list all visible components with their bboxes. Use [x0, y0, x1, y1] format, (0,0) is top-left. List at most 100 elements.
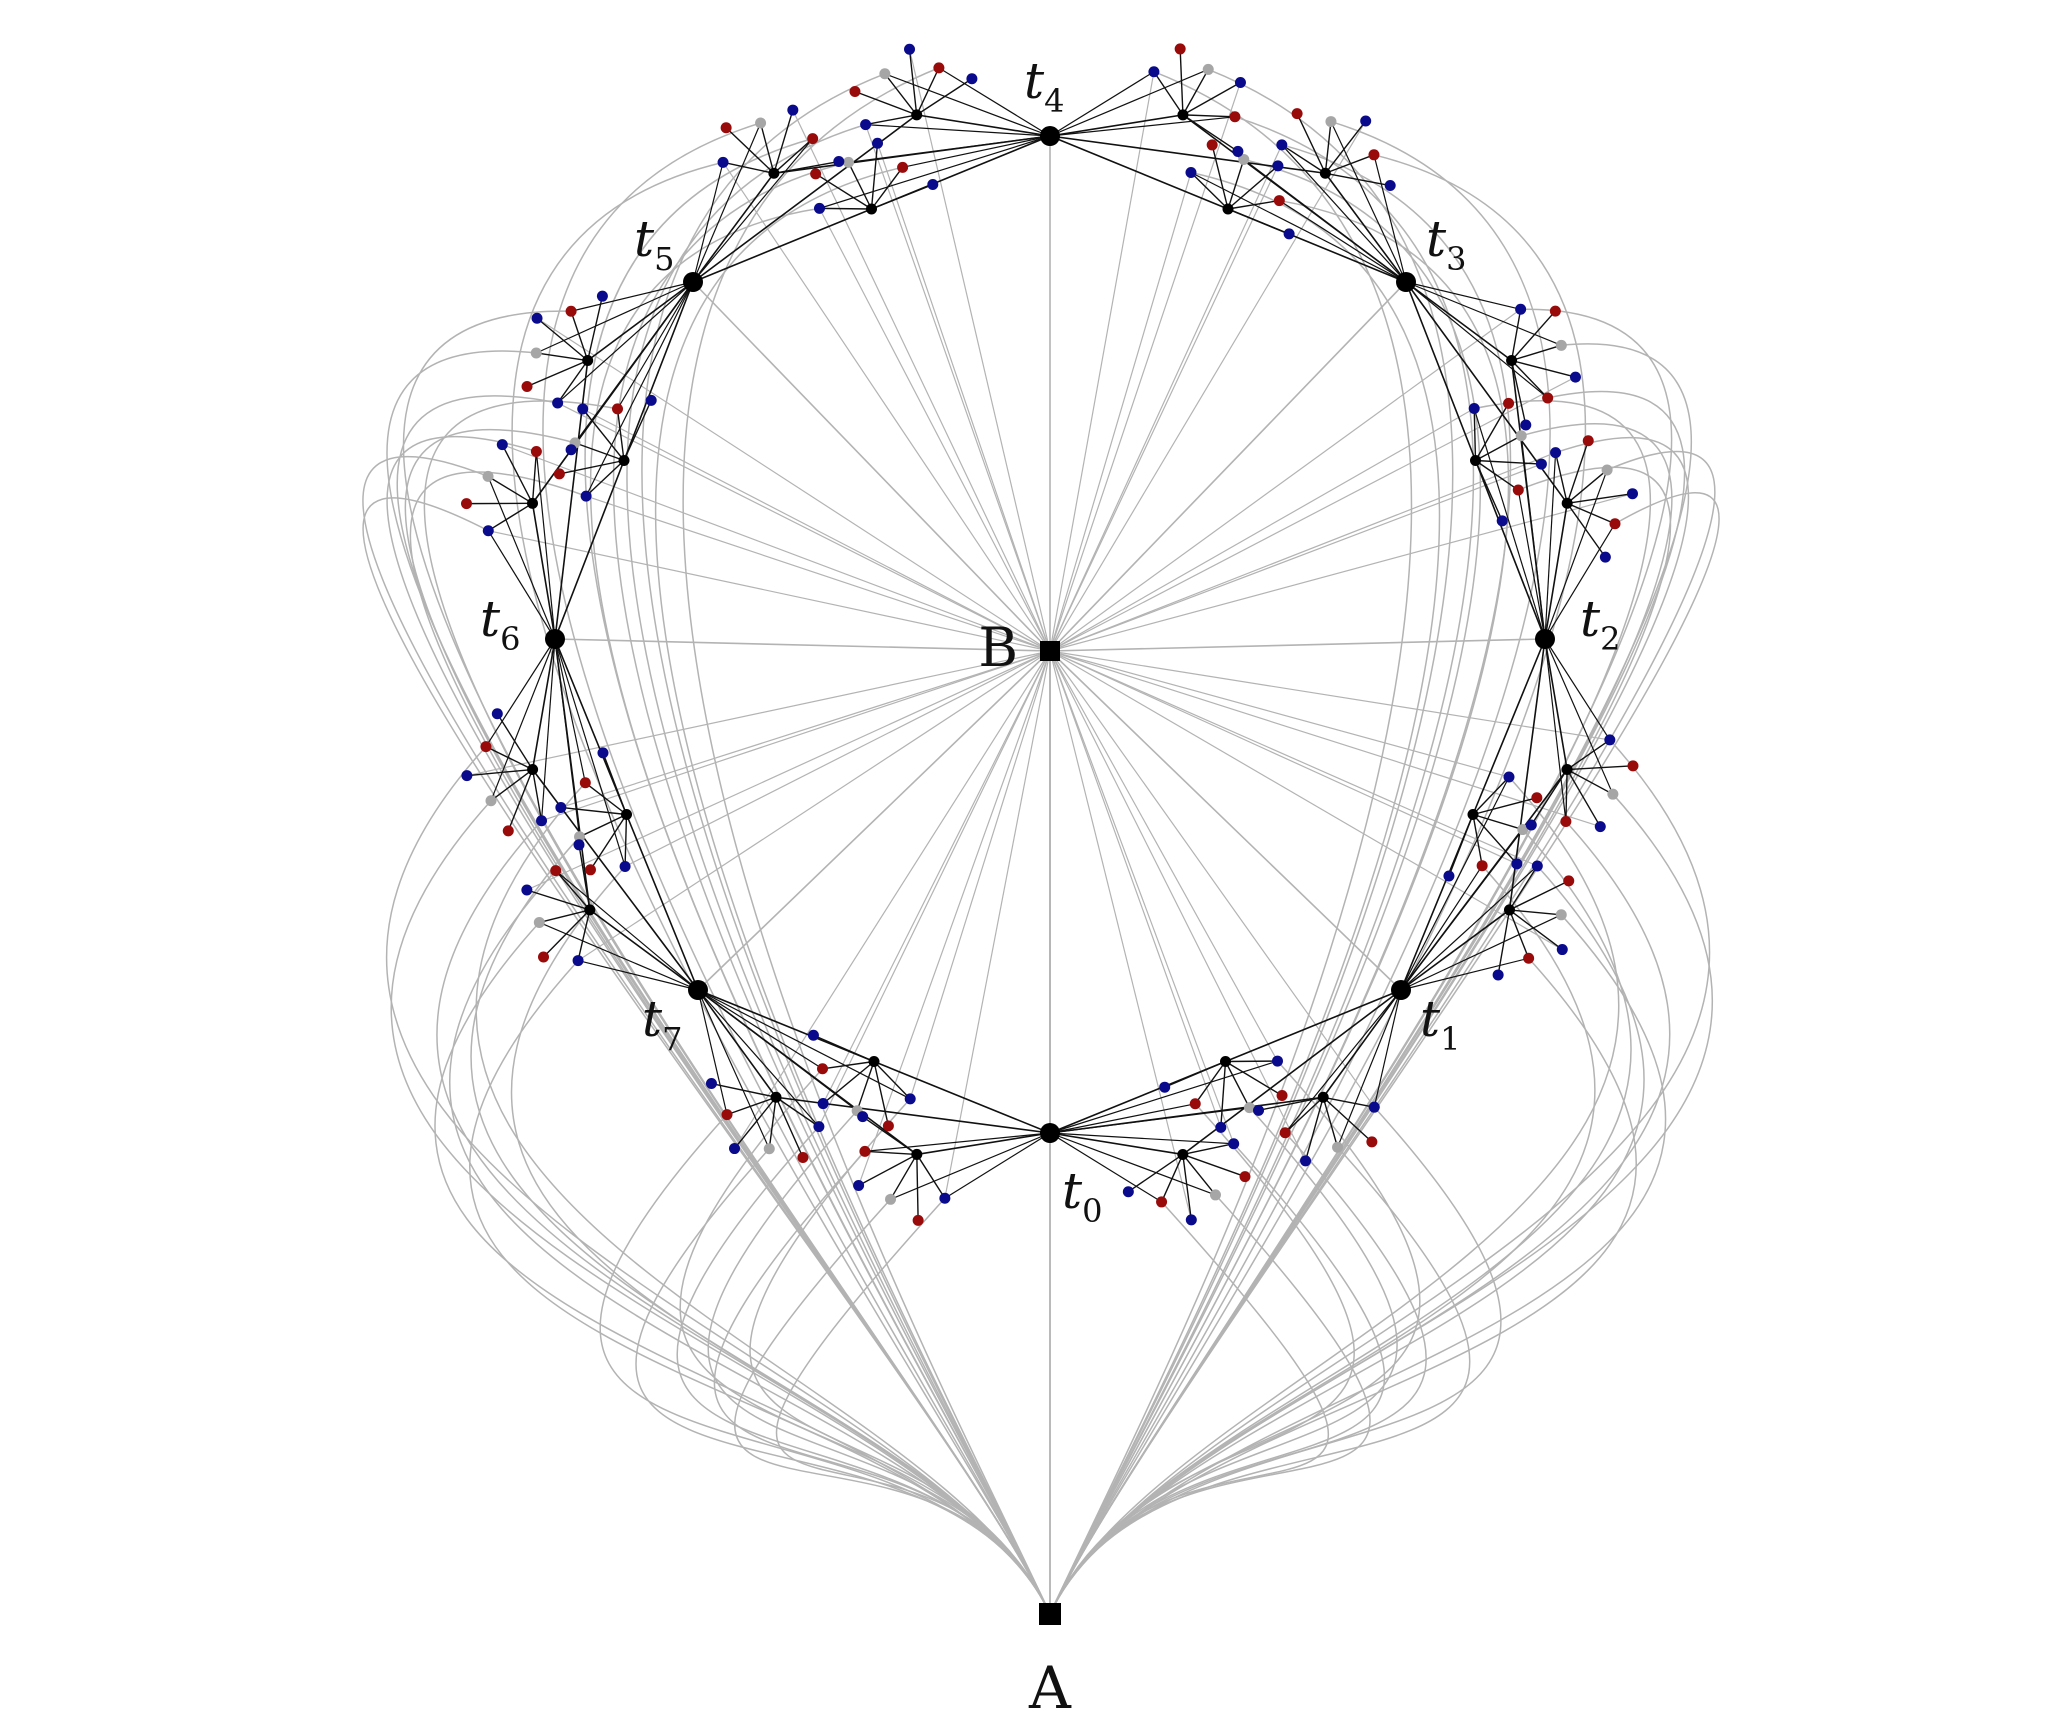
tree-edge	[1400, 769, 1568, 991]
tree-edge	[692, 208, 872, 283]
tree-edge	[602, 752, 628, 815]
connector-edge	[1049, 407, 1475, 652]
hub-node	[582, 355, 594, 367]
special-node-B	[1040, 641, 1060, 661]
blue-node	[1232, 145, 1244, 157]
tree-edge	[1281, 144, 1326, 174]
tree-edge	[539, 921, 699, 991]
tree-edge	[1400, 776, 1510, 991]
hub-node	[1222, 203, 1234, 215]
tree-edge	[554, 638, 586, 783]
tree-edge	[577, 959, 699, 991]
tree-edge	[1182, 114, 1407, 283]
tree-edge	[1405, 281, 1549, 399]
connector-edge	[1049, 821, 1671, 1615]
tree-edge	[815, 173, 872, 210]
blue-node	[482, 525, 494, 537]
blue-node	[1599, 551, 1611, 563]
tree-edge	[847, 162, 873, 210]
tree-edge	[1508, 909, 1530, 959]
connector-edge	[1049, 776, 1620, 1615]
tree-edge	[1400, 865, 1538, 991]
tree-edge	[697, 989, 770, 1150]
blue-node	[939, 1192, 951, 1204]
connector-edge	[641, 73, 1051, 1615]
label-t7-base: t	[642, 990, 663, 1048]
tree-edge	[692, 172, 775, 283]
blue-node	[1283, 228, 1295, 240]
connector-edge	[488, 530, 1051, 652]
tree-edge	[616, 281, 694, 410]
tree-edge	[560, 806, 627, 816]
tree-edge	[531, 451, 538, 504]
tree-edge	[697, 989, 820, 1128]
hub-node	[911, 1148, 923, 1160]
connector-edge	[713, 1150, 1051, 1615]
tree-edge	[1324, 172, 1407, 283]
connector-edge	[858, 650, 1051, 1186]
connector-edge	[1049, 650, 1307, 1162]
connector-edge	[1049, 650, 1375, 1108]
node-label-t5: t5	[634, 210, 674, 278]
tree-edge	[1544, 638, 1567, 822]
node-label-t7: t7	[642, 990, 682, 1058]
node-label-B: B	[978, 616, 1018, 679]
tree-edge	[1258, 1096, 1324, 1112]
blue-node	[1594, 821, 1606, 833]
blue-node	[814, 202, 826, 214]
tree-edge	[1049, 71, 1155, 137]
red-node	[553, 468, 565, 480]
tree-edge	[487, 476, 556, 640]
label-t1-base: t	[1420, 990, 1441, 1048]
red-node	[897, 161, 909, 173]
tree-edge	[1510, 309, 1522, 361]
red-node	[584, 864, 596, 876]
blue-node	[1384, 180, 1396, 192]
blue-node	[1525, 819, 1537, 831]
tree-edge	[692, 138, 814, 283]
tree-edge	[1373, 989, 1402, 1108]
tree-edge	[871, 183, 934, 210]
label-t0-base: t	[1062, 1162, 1083, 1220]
tree-edge	[1544, 469, 1608, 640]
hub-node	[1470, 455, 1481, 466]
tree-edge	[938, 67, 1051, 137]
tree-edge	[536, 352, 588, 362]
tree-edge	[531, 449, 572, 504]
blue-node	[1272, 160, 1284, 172]
tree-edge	[870, 143, 879, 210]
tree-edge	[1336, 989, 1402, 1148]
tree-edge	[540, 638, 556, 821]
red-node	[579, 777, 591, 789]
red-node	[912, 1214, 924, 1226]
tree-edge	[1511, 344, 1562, 362]
tree-edge	[1227, 199, 1280, 210]
tree-edge	[1049, 135, 1229, 210]
tree-edge	[1325, 154, 1375, 174]
tree-edge	[692, 122, 762, 283]
connector-edge	[822, 650, 1051, 1104]
red-node	[1503, 397, 1515, 409]
tree-edge	[1049, 116, 1235, 137]
tree-edge	[697, 989, 911, 1100]
gray-node	[755, 117, 767, 129]
red-node	[1582, 435, 1594, 447]
connector-edge	[1049, 171, 1441, 1615]
tree-edge	[759, 122, 775, 174]
red-node	[480, 741, 492, 753]
connector-edge	[1049, 650, 1601, 828]
tree-edge	[1182, 114, 1235, 118]
tree-edge	[1510, 360, 1527, 426]
tree-edge	[555, 870, 591, 911]
connector-edge	[560, 650, 1051, 809]
tree-edge	[1544, 638, 1568, 770]
blue-node	[807, 1029, 819, 1041]
tree-edge	[487, 530, 556, 640]
blue-node	[1159, 1081, 1171, 1093]
tree-edge	[1474, 460, 1546, 640]
connector-edge	[908, 49, 1051, 652]
red-node	[1239, 1171, 1251, 1183]
tree-edge	[1225, 989, 1402, 1063]
hub-node	[1220, 1056, 1231, 1067]
terminal-node-t2	[1535, 629, 1555, 649]
